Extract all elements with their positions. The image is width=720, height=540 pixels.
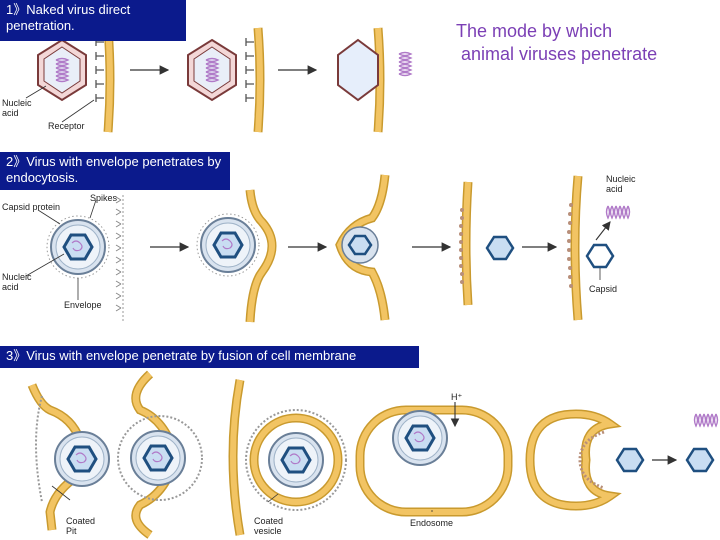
virus-capsid-icon <box>342 227 378 263</box>
label-nucleic-acid-1: Nucleic acid <box>2 98 42 118</box>
nucleic-acid-coil-icon <box>399 53 411 76</box>
virus-capsid-icon <box>338 40 378 100</box>
title-line-1: The mode by which <box>456 21 612 41</box>
label-nucleic-acid-3: Nucleic acid <box>606 174 646 194</box>
nucleic-acid-coil-icon <box>695 414 718 426</box>
virus-capsid-icon <box>201 218 255 272</box>
virus-capsid-icon <box>687 449 713 471</box>
virus-capsid-icon <box>55 432 109 486</box>
label-coated-vesicle: Coated vesicle <box>254 516 294 536</box>
virus-capsid-icon <box>188 40 236 100</box>
panel-tag-naked: 1》Naked virus direct penetration. <box>0 0 186 41</box>
label-spikes: Spikes <box>90 193 117 203</box>
virus-capsid-icon <box>393 411 447 465</box>
nucleic-acid-coil-icon <box>607 206 630 218</box>
label-receptor: Receptor <box>48 121 85 131</box>
virus-capsid-icon <box>487 237 513 259</box>
title-line-2: animal viruses penetrate <box>456 43 718 66</box>
virus-capsid-icon <box>38 40 86 100</box>
label-h-plus: H⁺ <box>451 392 462 402</box>
virus-capsid-icon <box>269 433 323 487</box>
label-capsid: Capsid <box>589 284 617 294</box>
panel-tag-endocytosis: 2》Virus with envelope penetrates by endo… <box>0 152 230 190</box>
virus-capsid-icon <box>587 245 613 267</box>
virus-capsid-icon <box>131 431 185 485</box>
virus-capsid-icon <box>617 449 643 471</box>
panel-naked-virus <box>26 28 411 132</box>
label-endosome: Endosome <box>410 518 453 528</box>
panel-tag-fusion: 3》Virus with envelope penetrate by fusio… <box>0 346 419 368</box>
label-envelope: Envelope <box>64 300 102 310</box>
label-capsid-protein: Capsid protein <box>2 202 60 212</box>
label-coated-pit: Coated Pit <box>66 516 102 536</box>
panel-fusion <box>32 374 718 535</box>
virus-capsid-icon <box>51 220 105 274</box>
label-nucleic-acid-2: Nucleic acid <box>2 272 42 292</box>
page-title: The mode by which animal viruses penetra… <box>456 20 718 66</box>
